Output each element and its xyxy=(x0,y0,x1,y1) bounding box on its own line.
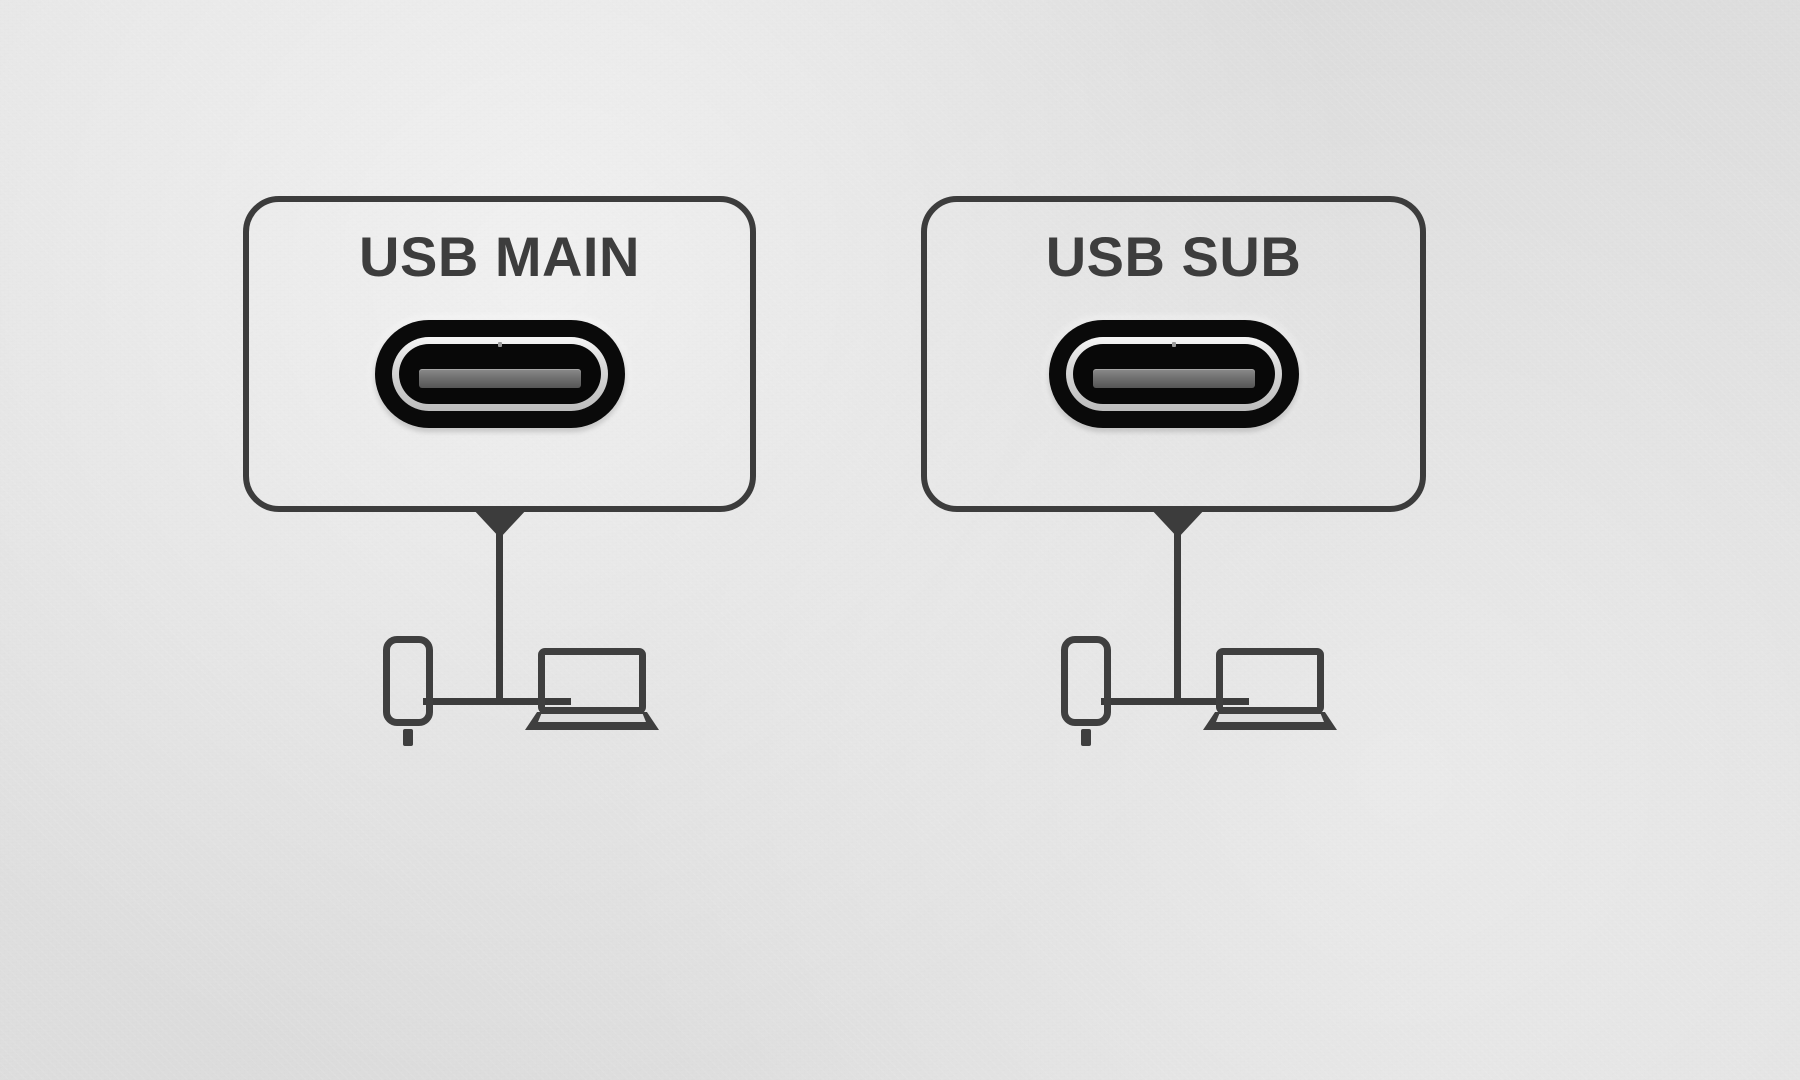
usb-c-cavity xyxy=(1072,344,1275,404)
usb-main-panel[interactable]: USB MAIN xyxy=(243,196,756,512)
connector-line-horizontal xyxy=(423,698,571,705)
smartphone-plug xyxy=(403,729,413,746)
usb-sub-panel[interactable]: USB SUB xyxy=(921,196,1426,512)
usb-main-port-icon[interactable] xyxy=(374,320,625,428)
usb-c-tongue xyxy=(418,368,581,388)
usb-sub-port-icon[interactable] xyxy=(1048,320,1299,428)
laptop-base-inner xyxy=(1216,714,1324,722)
usb-c-ring xyxy=(391,337,608,411)
usb-sub-label: USB SUB xyxy=(1045,225,1302,288)
laptop-screen xyxy=(538,648,646,714)
usb-c-notch xyxy=(1171,342,1176,347)
usb-main-laptop-icon xyxy=(525,648,659,730)
usb-sub-smartphone-icon xyxy=(1061,636,1111,746)
usb-main-smartphone-icon xyxy=(383,636,433,746)
smartphone-body xyxy=(1061,636,1111,726)
laptop-base-inner xyxy=(538,714,646,722)
usb-sub-laptop-icon xyxy=(1203,648,1337,730)
smartphone-plug xyxy=(1081,729,1091,746)
usb-c-cavity xyxy=(398,344,601,404)
usb-c-tongue xyxy=(1092,368,1255,388)
laptop-screen xyxy=(1216,648,1324,714)
connector-line-vertical xyxy=(496,520,503,704)
usb-c-notch xyxy=(497,342,502,347)
usb-sub-group: USB SUB xyxy=(900,0,1800,1080)
usb-main-label: USB MAIN xyxy=(359,225,640,288)
connector-line-vertical xyxy=(1174,520,1181,704)
usb-main-group: USB MAIN xyxy=(243,196,756,746)
smartphone-body xyxy=(383,636,433,726)
usb-c-ring xyxy=(1065,337,1282,411)
connector-line-horizontal xyxy=(1101,698,1249,705)
